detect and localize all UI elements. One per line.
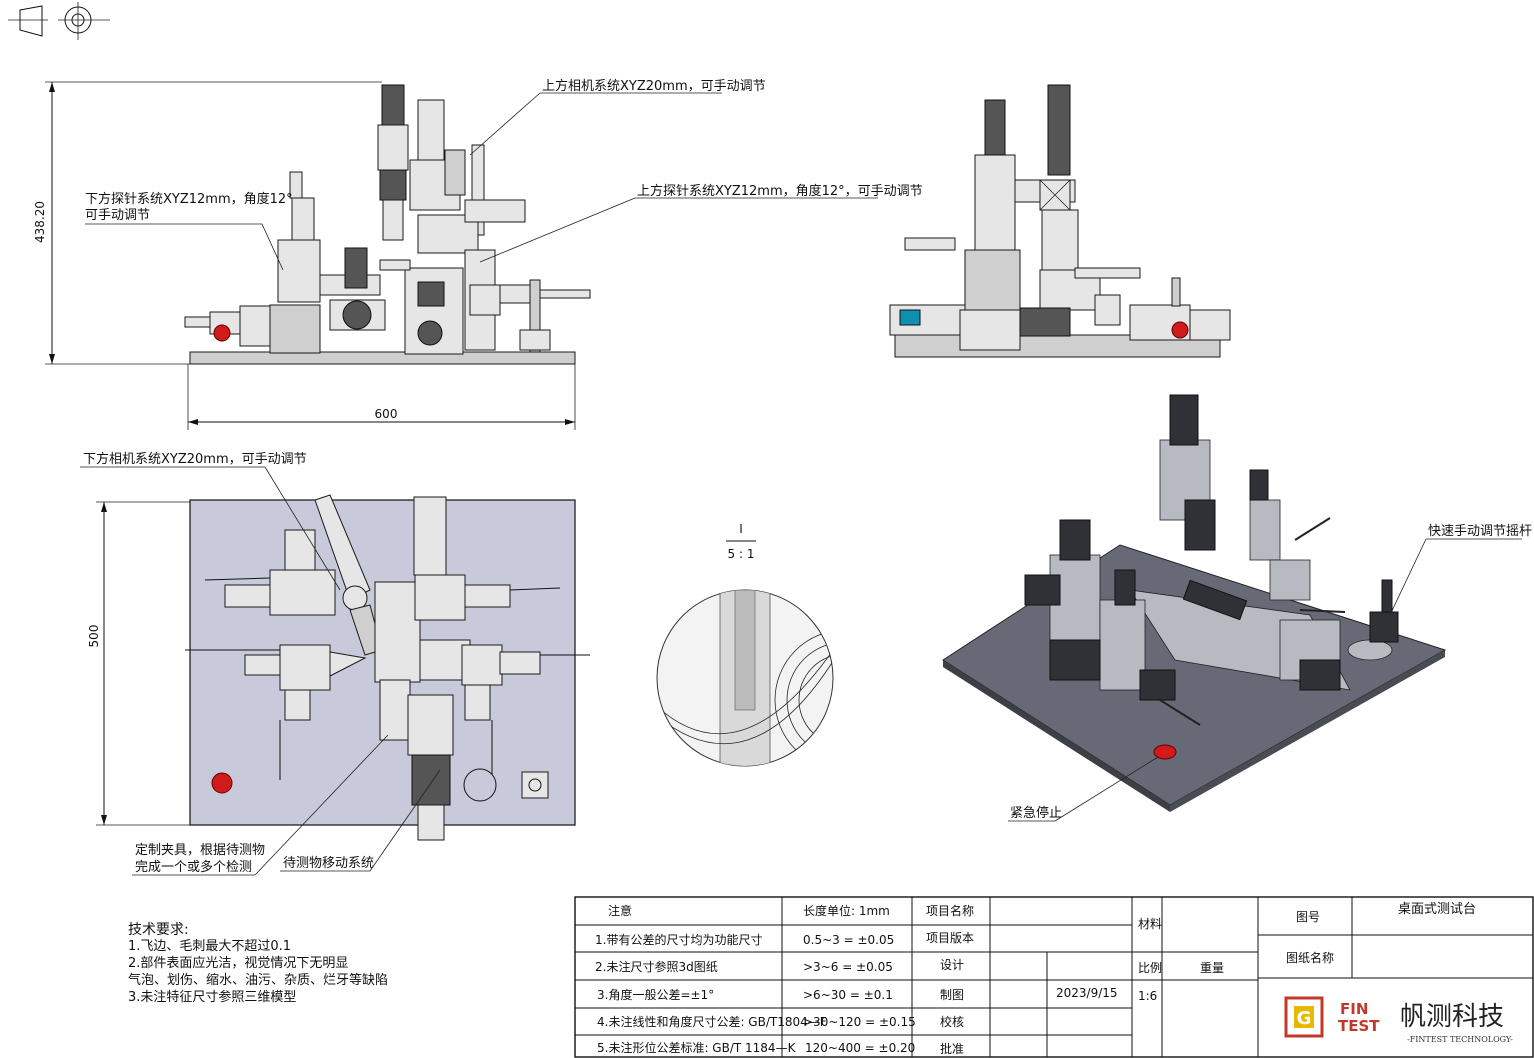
field-drawing-name: 图纸名称 [1286,950,1334,965]
tol-3: >6~30 = ±0.1 [803,988,893,1002]
tech-req-2: 2.部件表面应光洁，视觉情况下无明显 [128,955,348,971]
field-project-version: 项目版本 [926,931,974,945]
tech-req-title: 技术要求: [128,922,189,938]
logo-text-2: TEST [1338,1017,1380,1035]
field-check: 校核 [940,1014,964,1029]
top-view [185,494,590,841]
dimension-height: 438.20 [33,201,47,243]
company-logo-icon: G [1284,996,1324,1038]
field-drawing-no: 图号 [1296,910,1320,924]
logo-text-1: FIN [1340,1000,1368,1018]
callout-crank: 快速手动调节摇杆 [1428,524,1532,539]
callout-lower-camera: 下方相机系统XYZ20mm，可手动调节 [83,451,307,467]
drawing-title: 桌面式测试台 [1398,902,1476,917]
front-dimensions [45,81,576,430]
field-scale-label: 比例 [1138,961,1162,975]
tech-req-3: 气泡、划伤、缩水、油污、杂质、烂牙等缺陷 [128,972,388,988]
field-weight: 重量 [1200,961,1224,975]
dimension-depth: 500 [87,625,101,648]
tol-5: 120~400 = ±0.20 [805,1041,915,1055]
callout-estop: 紧急停止 [1010,805,1062,821]
field-drafting: 制图 [940,988,964,1002]
field-design: 设计 [940,958,964,972]
dimension-width: 600 [375,407,398,421]
field-project-name: 项目名称 [926,903,974,918]
tol-4: >30~120 = ±0.15 [803,1015,916,1029]
note-3: 3.角度一般公差=±1° [597,987,714,1002]
side-view [889,84,1231,358]
unit-header: 长度单位: 1mm [803,903,890,918]
field-date: 2023/9/15 [1056,986,1118,1000]
callout-upper-camera: 上方相机系统XYZ20mm，可手动调节 [542,78,766,94]
note-4: 4.未注线性和角度尺寸公差: GB/T1804—F [597,1014,827,1029]
callout-lower-probe-1: 下方探针系统XYZ12mm，角度12° [85,191,293,207]
projection-symbol-icon [8,2,110,40]
front-view [184,84,591,365]
tol-1: 0.5~3 = ±0.05 [803,933,894,947]
field-material: 材料 [1138,917,1162,931]
tol-2: >3~6 = ±0.05 [803,960,893,974]
title-block [574,896,1534,1058]
tech-req-1: 1.飞边、毛刺最大不超过0.1 [128,939,291,954]
field-approve: 批准 [940,1041,964,1056]
detail-view [656,589,834,767]
callout-dut-motion: 待测物移动系统 [283,856,374,871]
top-dimensions [96,501,190,826]
company-name-en: -FINTEST TECHNOLOGY- [1407,1035,1513,1044]
tech-req-4: 3.未注特征尺寸参照三维模型 [128,989,296,1005]
company-name-cn: 帆测科技 [1400,1002,1504,1032]
svg-text:G: G [1297,1008,1312,1029]
detail-scale: 5 : 1 [728,547,755,561]
iso-view [942,394,1447,812]
callout-lower-probe-2: 可手动调节 [85,208,150,223]
note-1: 1.带有公差的尺寸均为功能尺寸 [595,932,762,947]
note-5: 5.未注形位公差标准: GB/T 1184—K [597,1040,797,1055]
callout-fixture-2: 完成一个或多个检测 [135,859,252,875]
notes-header: 注意 [608,903,632,918]
note-2: 2.未注尺寸参照3d图纸 [595,959,718,974]
detail-label: I [739,522,743,536]
callout-fixture-1: 定制夹具，根据待测物 [135,843,265,858]
field-scale-value: 1:6 [1138,989,1157,1003]
callout-upper-probe: 上方探针系统XYZ12mm，角度12°，可手动调节 [637,183,923,199]
